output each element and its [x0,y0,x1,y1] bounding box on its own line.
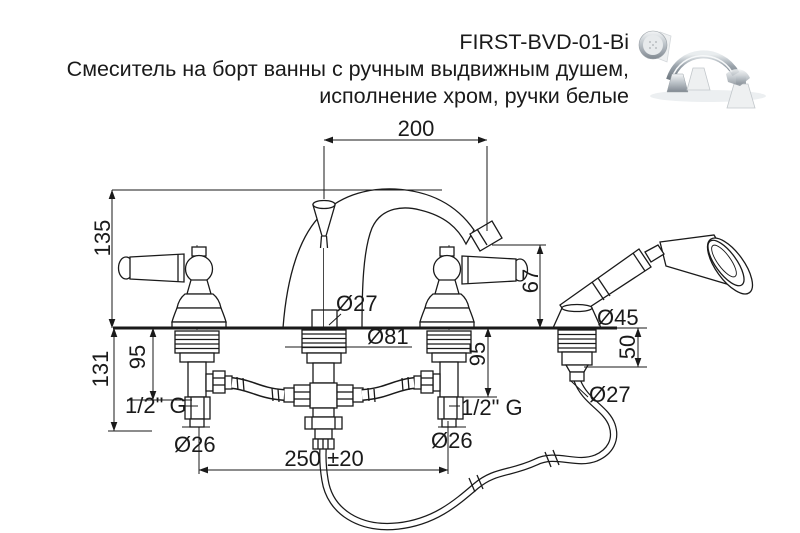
left-mounting-nut [179,352,215,363]
product-description-line2: исполнение хром, ручки белые [319,84,629,108]
header: FIRST-BVD-01-Bi Смеситель на борт ванны … [0,29,629,110]
leader-lines [182,313,589,428]
hose-break-mark [552,449,560,466]
left-handle-neck [186,279,212,295]
dim-label-right-hole: Ø26 [431,428,473,453]
hose-break-mark [468,477,476,493]
left-side-fitting [212,370,226,394]
holder-under-deck [557,329,597,382]
right-valve-under-deck [413,330,472,428]
product-description-line1: Смеситель на борт ванны с ручным выдвижн… [66,57,629,81]
dim-label-hole-centers: 250 ±20 [284,446,363,471]
dim-left-shank-depth [127,327,192,401]
left-handle [117,245,227,330]
holder-hose-outlet [569,371,585,382]
center-tee-under-deck [283,329,364,450]
leader-hose-hole [570,380,589,398]
product-photo [638,30,766,109]
holder-nut [561,351,593,366]
tee-coupling [304,416,343,430]
photo-middle-handle [686,67,711,91]
spout-shank-block [311,309,338,329]
dim-label-holder-diameter: Ø45 [597,305,639,330]
right-inlet-fitting [437,396,464,420]
right-flex-hose [361,376,415,403]
right-handle-ball [432,254,462,284]
hand-shower [559,234,754,321]
left-handle-cap [191,246,207,257]
right-handle-cap [439,246,455,257]
dim-label-spout-height: 135 [90,220,115,257]
tee-body [309,382,338,409]
hose-break-mark [544,451,552,468]
product-model: FIRST-BVD-01-Bi [459,30,629,54]
right-shank-pipe [439,361,459,398]
photo-spout-highlight [671,55,733,79]
dim-label-holder-depth: 50 [615,335,640,359]
left-handle-lever [129,253,185,283]
left-flex-hose [231,376,285,403]
dim-spout-height [108,189,442,329]
left-valve-under-deck [174,330,233,428]
photo-left-handle [666,73,689,93]
dim-label-left-hole: Ø26 [174,432,216,457]
dim-hole-centers [198,421,449,474]
dim-label-left-shank-depth: 95 [125,345,150,369]
right-side-fitting [420,370,434,394]
shower-neck [644,244,665,263]
hose-break-mark [476,474,484,490]
left-handle-ball [184,254,214,284]
dim-label-spout-reach: 200 [398,116,435,141]
hose-core [320,378,617,530]
left-shank-pipe [187,361,207,398]
right-mounting-nut [431,352,467,363]
right-handle-lever [461,255,517,285]
dim-holder-depth [584,327,647,368]
dim-label-spout-shank: Ø27 [336,291,378,316]
spout-nozzle-flange [476,228,488,246]
leader-spout-shank [328,313,342,326]
shower-hose [319,378,618,531]
spout-nozzle [469,220,503,252]
dimensions [108,136,647,474]
dim-label-left-thread: 1/2" G [125,393,187,418]
right-handle [419,245,529,330]
dim-outlet-height [492,244,546,329]
dim-label-outlet-height: 67 [518,269,543,293]
dim-label-total-depth: 131 [88,351,113,388]
dim-label-hose-hole: Ø27 [589,382,631,407]
shower-holder [551,303,603,329]
photo-faucet-body [726,69,750,86]
dim-right-shank-depth [452,327,497,398]
dim-label-right-thread: 1/2" G [461,395,523,420]
dim-total-depth [108,327,152,432]
photo-spout [666,50,740,82]
dim-label-spout-base: Ø81 [367,324,409,349]
photo-right-handle [726,83,756,109]
shower-head-rim [706,237,754,295]
dim-label-right-shank-depth: 95 [465,342,490,366]
right-handle-neck [434,279,460,295]
shower-head-face [707,239,745,287]
diverter-knob [312,199,336,249]
